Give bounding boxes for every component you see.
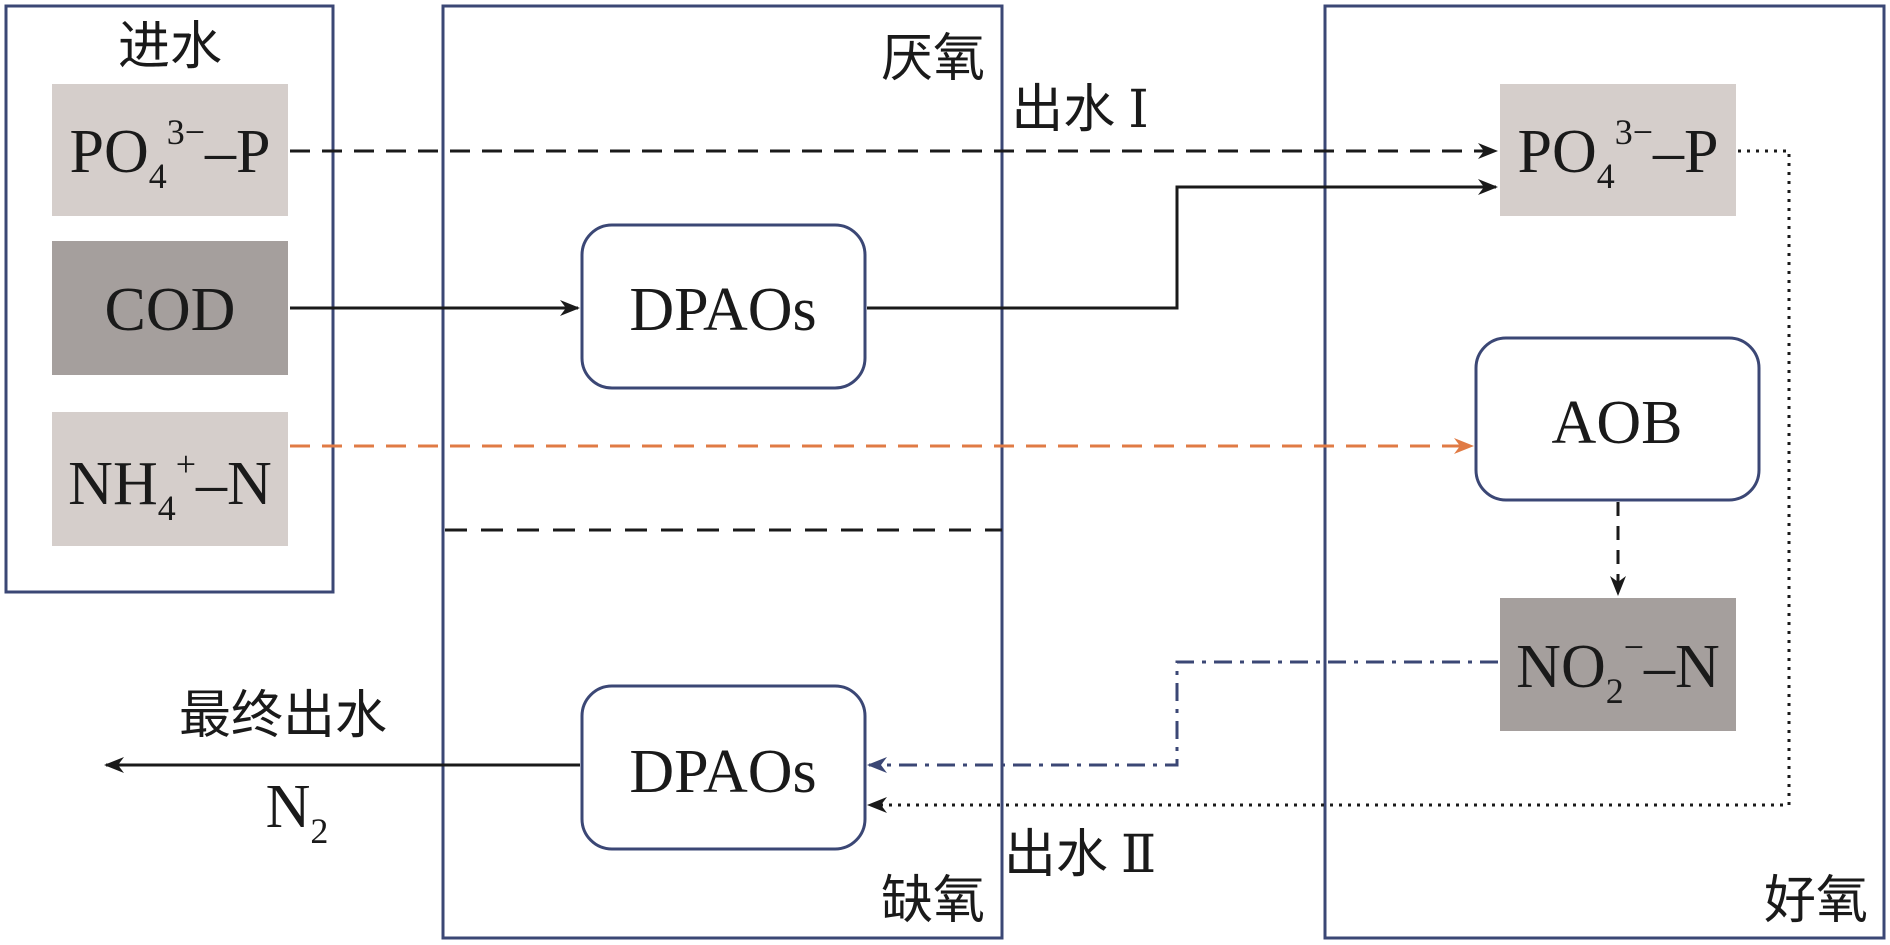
aerobic-no2-label: NO2−–N — [1516, 627, 1720, 711]
anaerobic-dpaos-label: DPAOs — [629, 276, 816, 344]
aob-box — [1474, 336, 1761, 502]
aerobic-po4-box — [1500, 84, 1736, 216]
influent-nh4-label: NH4+–N — [68, 444, 272, 528]
effluent-2-label: 出水 Ⅱ — [1004, 827, 1156, 884]
final-effluent-label: 最终出水 — [179, 688, 387, 745]
anoxic-dpaos-label: DPAOs — [629, 738, 816, 806]
influent-title: 进水 — [118, 19, 222, 76]
nitrite-return-arrow — [867, 660, 1498, 773]
effluent-2-return-arrow — [867, 149, 1791, 813]
anaerobic-anoxic-zone-frame — [441, 4, 1004, 940]
influent-zone-frame — [4, 4, 335, 594]
influent-po4-label: PO43−–P — [69, 112, 270, 196]
aob-label: AOB — [1552, 389, 1683, 457]
influent-cod-box — [52, 241, 288, 375]
aerobic-no2-box — [1500, 598, 1736, 731]
influent-po4-box — [52, 84, 288, 216]
influent-cod-label: COD — [105, 276, 236, 344]
anoxic-dpaos-box — [580, 684, 867, 851]
phosphate-release-arrow — [867, 179, 1498, 310]
anoxic-title: 缺氧 — [881, 873, 985, 930]
anaerobic-title: 厌氧 — [881, 31, 985, 88]
influent-nh4-box — [52, 412, 288, 546]
effluent-1-label: 出水 Ⅰ — [1011, 82, 1149, 139]
aerobic-zone-frame — [1323, 4, 1886, 940]
aerobic-po4-label: PO43−–P — [1517, 112, 1718, 196]
n2-label: N2 — [266, 773, 329, 851]
anaerobic-dpaos-box — [580, 223, 867, 390]
aerobic-title: 好氧 — [1764, 873, 1868, 930]
